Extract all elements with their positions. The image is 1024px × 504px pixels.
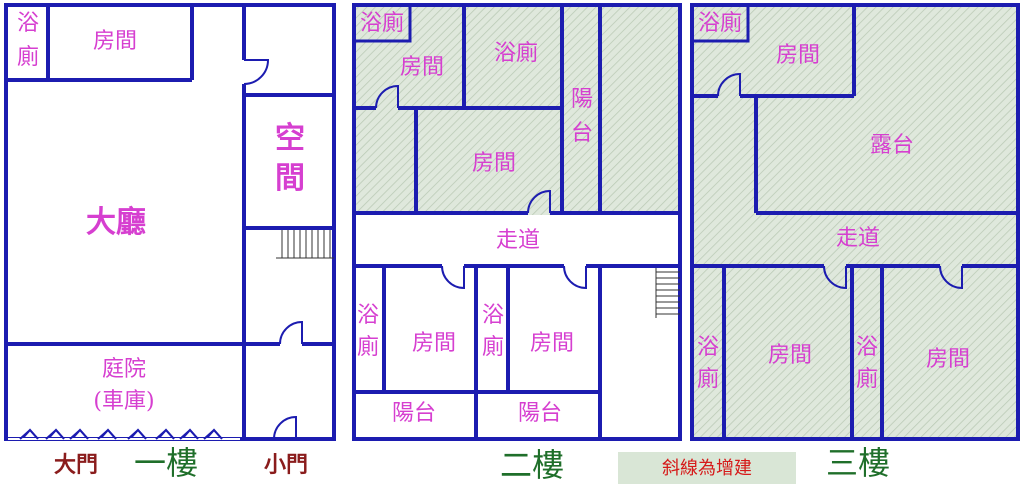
door-arc [273,415,297,440]
floor2-bath-bm-2: 廁 [482,335,504,360]
floor2-balcony-right-2: 台 [571,121,593,146]
door-arc [563,265,587,290]
floor1-plan: 浴 廁 房間 空 間 大廳 庭院 (車庫) 大門 一樓 小門 [4,3,336,482]
door-arc [279,320,303,345]
floor1-bath-label-2: 廁 [17,45,39,70]
floor2-balcony-right-1: 陽 [571,87,593,112]
floor2-bath-tm-label: 浴廁 [494,41,538,66]
door-arc [823,265,847,290]
floor3-bath-bl-2: 廁 [697,367,719,392]
floor2-room-mid-label: 房間 [472,151,516,176]
floor1-bath-label-1: 浴 [17,11,39,36]
floor2-room-tl-label: 房間 [400,55,444,80]
floor2-bath-bl-1: 浴 [357,303,379,328]
floor3-terrace-label: 露台 [870,133,914,158]
legend-text: 斜線為增建 [662,458,752,479]
side-door-label: 小門 [264,452,308,478]
floor1-space-label-1: 空 [275,121,305,156]
floor2-room-bl-label: 房間 [412,331,456,356]
floor3-room-bl-label: 房間 [768,343,812,368]
floor2-bath-bl-2: 廁 [357,335,379,360]
floor2-bath-bm-1: 浴 [482,303,504,328]
floor3-room-top-label: 房間 [776,43,820,68]
stairs-icon [655,268,680,318]
floor1-hall-label: 大廳 [86,205,146,240]
legend: 斜線為增建 [618,452,796,484]
floor2-balcony-bm-label: 陽台 [518,401,562,426]
floor3-bath-bm-1: 浴 [856,335,878,360]
floor3-room-br-label: 房間 [926,347,970,372]
floor2-bath-top-label: 浴廁 [360,11,404,36]
stairs-icon [276,230,334,259]
floor1-space-label-2: 間 [275,161,305,196]
door-arc [441,265,465,290]
floor1-garage-label: (車庫) [93,389,154,414]
door-arc [375,84,399,109]
floor3-bath-top-label: 浴廁 [698,11,742,36]
main-door-label: 大門 [54,452,98,478]
door-arc [243,59,270,85]
floor2-plan: 浴廁 房間 浴廁 陽 台 房間 走道 浴 廁 房間 浴 廁 房間 陽台 陽台 二… [352,3,682,484]
floor3-bath-bm-2: 廁 [856,367,878,392]
door-arc [939,265,963,290]
floor3-plan: 浴廁 房間 露台 走道 浴 廁 房間 浴 廁 房間 三樓 [690,3,1020,482]
floor2-room-bm-label: 房間 [530,331,574,356]
legend-swatch [618,452,796,484]
floor1-title: 一樓 [134,444,198,482]
floor2-corridor-label: 走道 [496,228,540,253]
floor1-room-label: 房間 [93,29,137,54]
door-arc [717,72,741,97]
door-arc [527,189,551,214]
floor2-title: 二樓 [500,446,564,484]
floor1-yard-label: 庭院 [102,357,146,382]
floor3-corridor-label: 走道 [836,226,880,251]
floor3-title: 三樓 [826,444,890,482]
floor3-bath-bl-1: 浴 [697,335,719,360]
floor2-balcony-bl-label: 陽台 [392,401,436,426]
